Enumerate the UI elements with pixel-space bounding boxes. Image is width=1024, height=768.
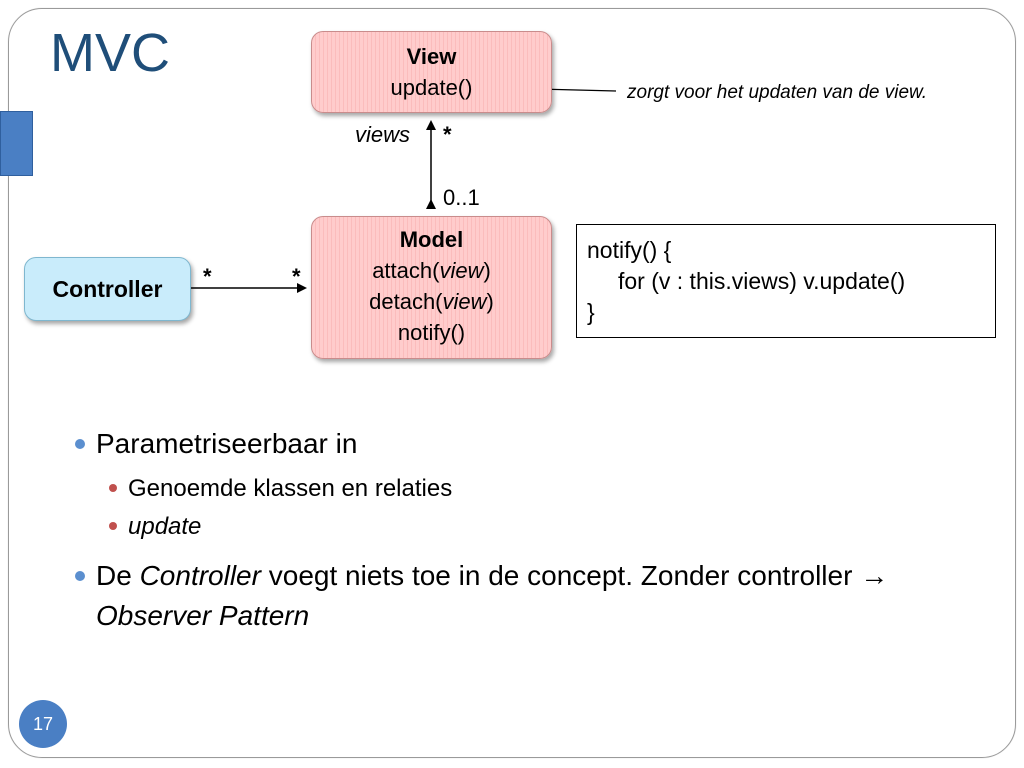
code-line-1: notify() {	[587, 237, 672, 263]
view-class-box: View update()	[311, 31, 552, 113]
side-accent-tab	[0, 111, 33, 176]
model-class-box: Model attach(view) detach(view) notify()	[311, 216, 552, 359]
slide-frame	[8, 8, 1016, 758]
model-detach-method: detach(view)	[369, 289, 494, 314]
view-update-method: update()	[390, 75, 473, 100]
right-arrow-icon: →	[860, 560, 889, 591]
views-multiplicity: *	[443, 122, 452, 147]
controller-multiplicity: *	[203, 264, 212, 289]
sub-bullet-update: update	[106, 508, 972, 546]
model-class-name: Model	[399, 227, 464, 252]
view-note: zorgt voor het updaten van de view.	[627, 82, 927, 103]
code-line-3: }	[587, 299, 595, 325]
code-line-2: for (v : this.views) v.update()	[618, 268, 906, 294]
views-role-label: views	[355, 122, 411, 147]
view-class-name: View	[406, 44, 457, 69]
controller-class-name: Controller	[52, 276, 163, 302]
bullet-controller: De Controller voegt niets toe in de conc…	[72, 556, 972, 636]
page-number-badge: 17	[19, 700, 67, 748]
slide-title: MVC	[50, 23, 170, 83]
bullet-list: Parametriseerbaar in Genoemde klassen en…	[72, 424, 972, 642]
model-attach-method: attach(view)	[372, 258, 491, 283]
sub-bullet-klassen: Genoemde klassen en relaties	[106, 470, 972, 508]
controller-model-multiplicity: *	[292, 264, 301, 289]
bullet-parametriseerbaar: Parametriseerbaar in	[72, 424, 972, 464]
model-multiplicity: 0..1	[443, 185, 480, 210]
controller-class-box: Controller	[24, 257, 191, 321]
notify-code-box: notify() { for (v : this.views) v.update…	[576, 224, 996, 338]
model-notify-method: notify()	[397, 320, 466, 345]
